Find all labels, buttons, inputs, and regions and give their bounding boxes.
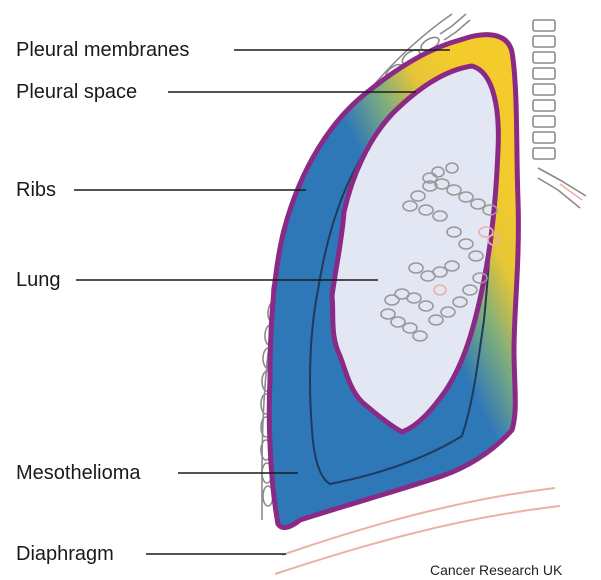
label-diaphragm: Diaphragm	[16, 543, 114, 565]
label-ribs: Ribs	[16, 179, 56, 201]
credit-text: Cancer Research UK	[430, 562, 562, 578]
label-mesothelioma: Mesothelioma	[16, 462, 141, 484]
spine-shape	[533, 20, 586, 208]
label-lung: Lung	[16, 269, 61, 291]
label-pleural-membranes: Pleural membranes	[16, 39, 189, 61]
label-pleural-space: Pleural space	[16, 81, 137, 103]
